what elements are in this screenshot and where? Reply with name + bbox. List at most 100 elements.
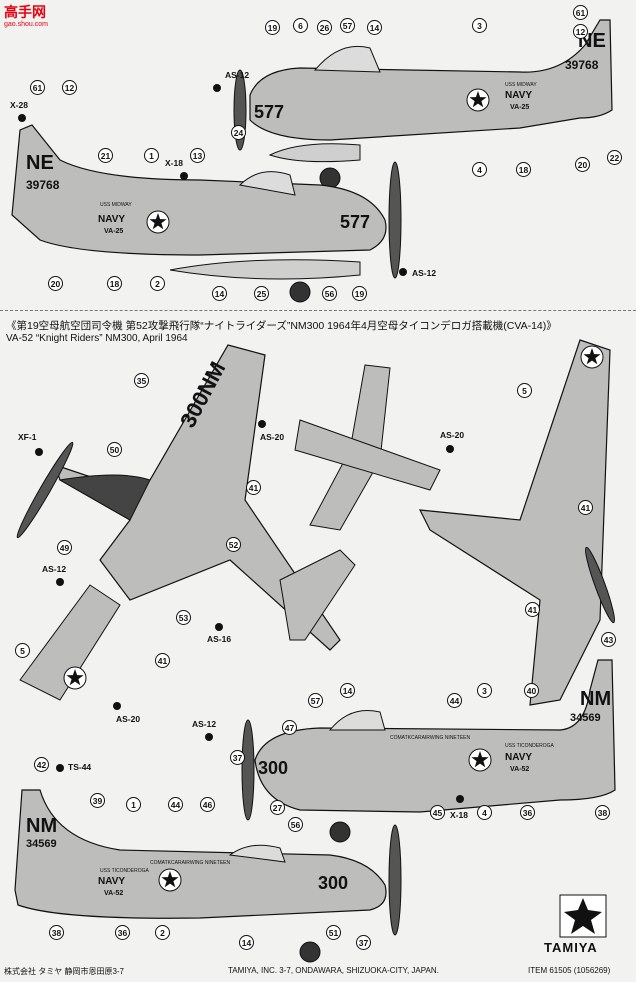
ship-top-right: USS MIDWAY (505, 82, 537, 88)
squadron-bottom-left: VA-52 (104, 890, 124, 897)
footer-address-en: TAMIYA, INC. 3-7, ONDAWARA, SHIZUOKA-CIT… (228, 966, 439, 975)
paint-code: TS-44 (68, 762, 92, 772)
decal-number: 40 (524, 683, 539, 698)
ship-bottom-left: USS TICONDEROGA (100, 868, 149, 874)
decal-number: 12 (573, 24, 588, 39)
decal-number: 27 (270, 800, 285, 815)
squadron-top-right: VA-25 (510, 104, 530, 111)
decal-number: 50 (107, 442, 122, 457)
decal-number: 26 (317, 20, 332, 35)
paint-dot (113, 702, 121, 710)
decal-number: 56 (288, 817, 303, 832)
decal-number: 1 (144, 148, 159, 163)
decal-number: 43 (601, 632, 616, 647)
decal-number: 51 (326, 925, 341, 940)
decal-number: 25 (254, 286, 269, 301)
decal-number: 1 (126, 797, 141, 812)
decal-number: 13 (190, 148, 205, 163)
paint-code: AS-12 (42, 564, 67, 574)
navy-top-left: NAVY (98, 214, 126, 225)
paint-dot (180, 172, 188, 180)
paint-dot (213, 84, 221, 92)
decal-number: 14 (367, 20, 382, 35)
tail-code-bottom-right: NM (580, 688, 612, 710)
decal-number: 24 (231, 125, 246, 140)
decal-number: 12 (62, 80, 77, 95)
decal-number: 3 (472, 18, 487, 33)
decal-number: 14 (239, 935, 254, 950)
aircraft-top-left (11, 124, 402, 303)
decal-number: 38 (49, 925, 64, 940)
decal-number: 36 (115, 925, 130, 940)
decal-number: 37 (356, 935, 371, 950)
decal-number: 41 (525, 602, 540, 617)
squadron-bottom-right: VA-52 (510, 766, 530, 773)
paint-code: AS-20 (260, 432, 285, 442)
nose-number-top-left: 577 (340, 212, 371, 232)
section-divider (0, 310, 636, 311)
decal-number: 61 (30, 80, 45, 95)
decal-number: 57 (340, 18, 355, 33)
ship-top-left: USS MIDWAY (100, 202, 132, 208)
decal-number: 41 (155, 653, 170, 668)
paint-dot (215, 623, 223, 631)
decal-number: 6 (293, 18, 308, 33)
paint-code: AS-12 (192, 719, 217, 729)
navy-bottom-left: NAVY (98, 876, 126, 887)
nose-number-top-right: 577 (254, 102, 285, 122)
decal-number: 2 (155, 925, 170, 940)
decal-number: 49 (57, 540, 72, 555)
paint-dot (456, 795, 464, 803)
decal-number: 35 (134, 373, 149, 388)
footer-item-number: ITEM 61505 (1056269) (528, 966, 611, 975)
decal-number: 14 (340, 683, 355, 698)
decal-number: 2 (150, 276, 165, 291)
decal-number: 36 (520, 805, 535, 820)
paint-code: AS-12 (412, 268, 437, 278)
squadron-top-left: VA-25 (104, 228, 124, 235)
watermark-title: 高手网 (4, 4, 46, 20)
serial-bottom-right: 34569 (570, 712, 601, 724)
decal-number: 46 (200, 797, 215, 812)
decal-number: 20 (48, 276, 63, 291)
nose-number-bottom-right: 300 (258, 758, 289, 778)
decal-number: 47 (282, 720, 297, 735)
decal-number: 18 (516, 162, 531, 177)
decal-number: 41 (246, 480, 261, 495)
aircraft-upper-wing (16, 344, 356, 701)
paint-code: AS-20 (116, 714, 141, 724)
paint-code: AS-16 (207, 634, 232, 644)
paint-code: XF-1 (18, 432, 37, 442)
aircraft-top-right (233, 19, 613, 189)
scheme-caption-en: VA-52 “Knight Riders” NM300, April 1964 (6, 333, 188, 344)
tail-code-bottom-left: NM (26, 815, 58, 837)
paint-code: AS-20 (440, 430, 465, 440)
decal-number: 20 (575, 157, 590, 172)
paint-dot (399, 268, 407, 276)
decal-number: 14 (212, 286, 227, 301)
decal-number: 19 (265, 20, 280, 35)
serial-top-right: 39768 (565, 58, 599, 72)
decal-number: 22 (607, 150, 622, 165)
decal-number: 21 (98, 148, 113, 163)
decal-number: 18 (107, 276, 122, 291)
navy-top-right: NAVY (505, 90, 533, 101)
paint-dot (258, 420, 266, 428)
decal-number: 5 (517, 383, 532, 398)
paint-dot (56, 578, 64, 586)
decal-number: 38 (595, 805, 610, 820)
serial-bottom-left: 34569 (26, 838, 57, 850)
tamiya-star-logo (559, 894, 607, 938)
paint-dot (56, 764, 64, 772)
decal-number: 45 (430, 805, 445, 820)
paint-dot (35, 448, 43, 456)
ship-bottom-right: USS TICONDEROGA (505, 743, 554, 749)
decal-number: 4 (477, 805, 492, 820)
paint-code: X-18 (450, 810, 468, 820)
decal-number: 44 (447, 693, 462, 708)
footer-address-jp: 株式会社 タミヤ 静岡市恩田原3-7 (4, 967, 125, 976)
nose-number-bottom-left: 300 (318, 873, 349, 893)
decal-number: 57 (308, 693, 323, 708)
decal-number: 52 (226, 537, 241, 552)
paint-code: X-28 (10, 100, 28, 110)
